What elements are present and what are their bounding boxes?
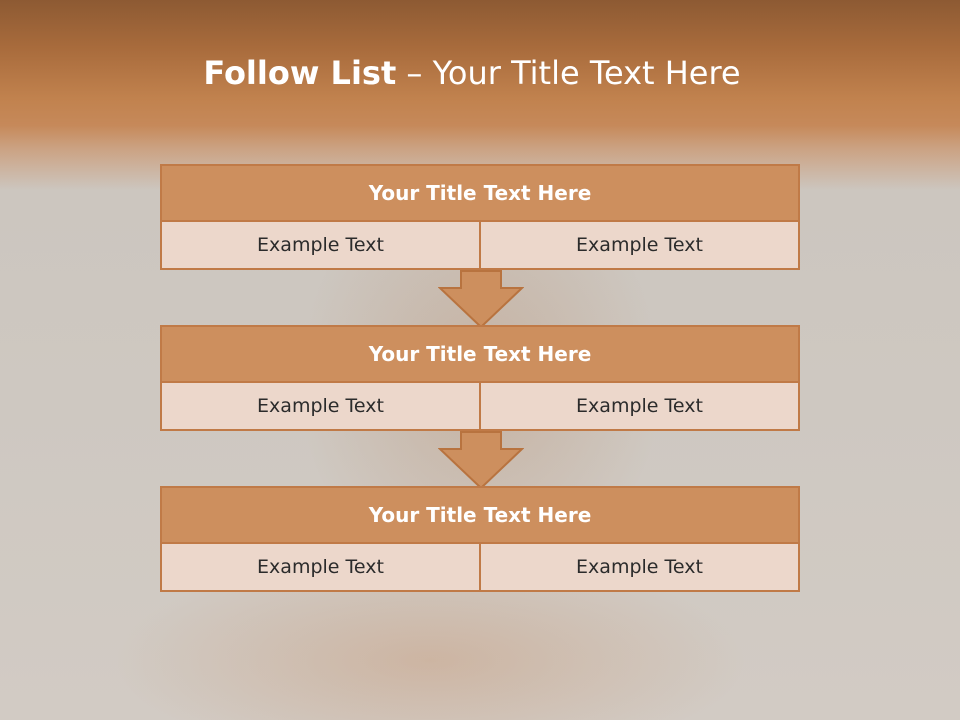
down-arrow-icon xyxy=(438,270,524,328)
step-title: Your Title Text Here xyxy=(162,166,798,222)
slide-title: Follow List – Your Title Text Here xyxy=(0,54,944,92)
step-box-2: Your Title Text Here Example Text Exampl… xyxy=(160,325,800,431)
step-cell-right: Example Text xyxy=(479,544,798,590)
step-row: Example Text Example Text xyxy=(162,383,798,429)
step-cell-left: Example Text xyxy=(162,222,479,268)
header-band xyxy=(0,0,960,190)
down-arrow-icon xyxy=(438,431,524,489)
slide-title-bold: Follow List xyxy=(203,54,397,92)
slide-title-rest: – Your Title Text Here xyxy=(396,54,741,92)
step-row: Example Text Example Text xyxy=(162,222,798,268)
step-cell-left: Example Text xyxy=(162,544,479,590)
step-title: Your Title Text Here xyxy=(162,327,798,383)
step-row: Example Text Example Text xyxy=(162,544,798,590)
step-cell-right: Example Text xyxy=(479,222,798,268)
step-box-1: Your Title Text Here Example Text Exampl… xyxy=(160,164,800,270)
step-title: Your Title Text Here xyxy=(162,488,798,544)
step-cell-left: Example Text xyxy=(162,383,479,429)
step-cell-right: Example Text xyxy=(479,383,798,429)
step-box-3: Your Title Text Here Example Text Exampl… xyxy=(160,486,800,592)
